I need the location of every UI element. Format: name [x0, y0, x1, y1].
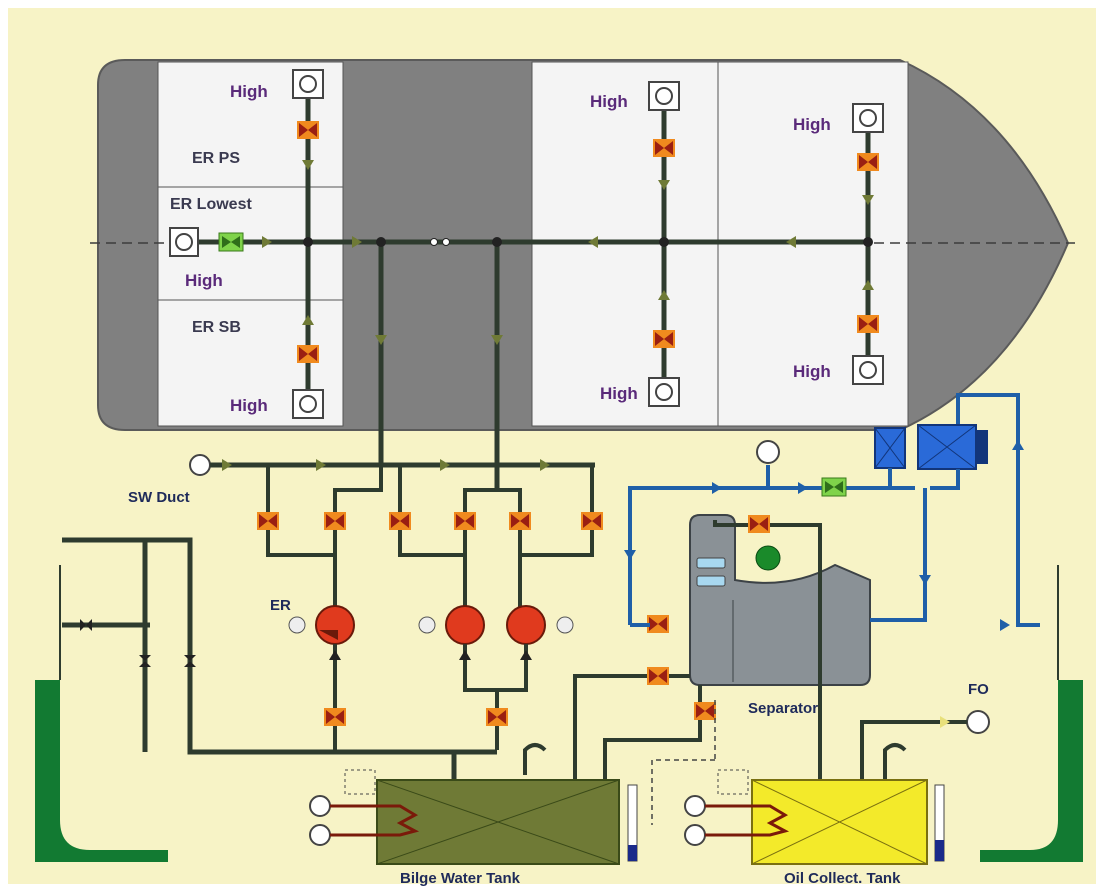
oil-collect-tank[interactable] [751, 779, 945, 865]
valve-separator-3[interactable] [694, 702, 716, 720]
bilge-pump-er[interactable] [288, 605, 355, 645]
water-filter-2[interactable] [917, 424, 988, 470]
valve-hold1-ps[interactable] [653, 139, 675, 157]
oil-tank-heater[interactable] [684, 769, 790, 846]
separator[interactable] [689, 514, 871, 686]
room-label-er-sb: ER SB [192, 319, 241, 336]
valve-hold1-sb[interactable] [653, 330, 675, 348]
fo-inlet[interactable] [966, 710, 990, 734]
er-pump-label: ER [270, 597, 291, 614]
valve-hold2-ps[interactable] [857, 153, 879, 171]
overboard-valve-2[interactable] [139, 655, 151, 667]
valve-pump-suction-4[interactable] [454, 512, 476, 530]
valve-separator-4[interactable] [748, 515, 770, 533]
level-switch-hold2-sb[interactable] [852, 355, 884, 385]
valve-er-sb[interactable] [297, 345, 319, 363]
high-label-hold2-sb: High [793, 362, 831, 381]
valve-pump-suction-3[interactable] [389, 512, 411, 530]
valve-pump-discharge-2[interactable] [486, 708, 508, 726]
valve-hold2-sb[interactable] [857, 315, 879, 333]
valve-separator-2[interactable] [647, 667, 669, 685]
bilge-water-tank-label: Bilge Water Tank [400, 870, 521, 887]
high-label-hold2-ps: High [793, 115, 831, 134]
valve-pump-suction-2[interactable] [324, 512, 346, 530]
high-label-er-lowest: High [185, 271, 223, 290]
level-switch-hold1-ps[interactable] [648, 81, 680, 111]
overboard-valve-3[interactable] [184, 655, 196, 667]
valve-er-ps[interactable] [297, 121, 319, 139]
valve-er-lowest[interactable] [218, 232, 244, 252]
valve-pump-suction-6[interactable] [581, 512, 603, 530]
high-label-hold1-sb: High [600, 384, 638, 403]
valve-pump-suction-1[interactable] [257, 512, 279, 530]
level-switch-hold2-ps[interactable] [852, 103, 884, 133]
sw-duct-label: SW Duct [128, 489, 190, 506]
overboard-hull-port [35, 680, 168, 862]
water-valve-green[interactable] [821, 477, 847, 497]
bilge-tank-heater[interactable] [309, 769, 420, 846]
fo-label: FO [968, 681, 989, 698]
room-label-er-lowest: ER Lowest [170, 196, 252, 213]
level-switch-er-lowest[interactable] [169, 227, 199, 257]
level-switch-hold1-sb[interactable] [648, 377, 680, 407]
bilge-pump-2[interactable] [418, 605, 485, 645]
valve-pump-discharge-1[interactable] [324, 708, 346, 726]
high-label-er-ps: High [230, 82, 268, 101]
pressure-gauge[interactable] [756, 440, 780, 464]
level-switch-er-ps[interactable] [292, 69, 324, 99]
high-label-er-sb: High [230, 396, 268, 415]
valve-pump-suction-5[interactable] [509, 512, 531, 530]
high-label-hold1-ps: High [590, 92, 628, 111]
overboard-valve-1[interactable] [80, 619, 92, 631]
oil-collect-tank-label: Oil Collect. Tank [784, 870, 901, 887]
water-filter-1[interactable] [874, 427, 906, 469]
level-switch-er-sb[interactable] [292, 389, 324, 419]
overboard-hull-stbd [980, 680, 1083, 862]
bilge-water-tank[interactable] [376, 779, 638, 865]
room-label-er-ps: ER PS [192, 150, 240, 167]
separator-label: Separator [748, 700, 818, 717]
sw-duct-inlet[interactable] [189, 454, 211, 476]
valve-separator-1[interactable] [647, 615, 669, 633]
